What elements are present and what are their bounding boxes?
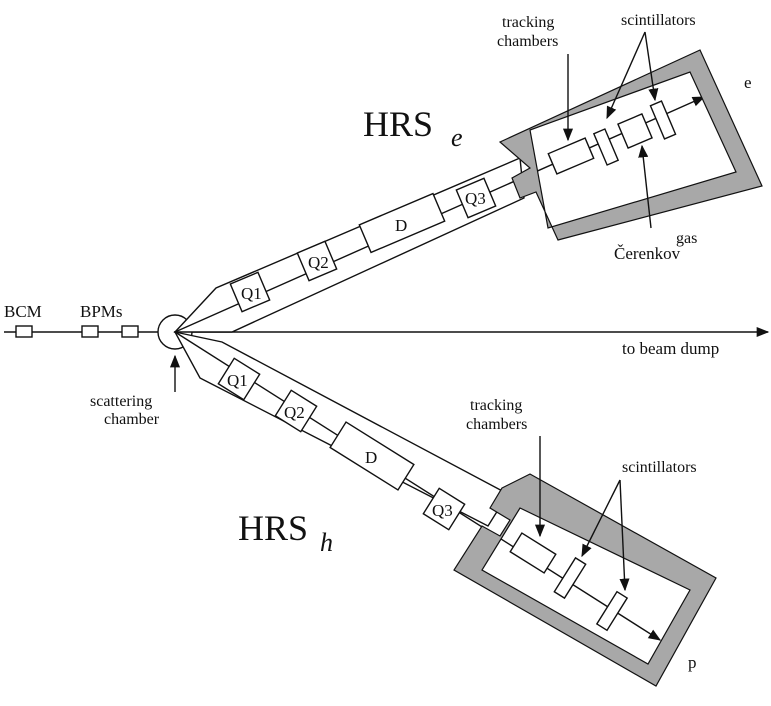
hrs-e-detector-shield <box>498 49 763 241</box>
bpms-label: BPMs <box>80 302 123 321</box>
hrs-e-q1-label: Q1 <box>241 284 262 303</box>
hrs-h-tracking-label-line2: chambers <box>466 416 527 433</box>
bpm-monitor-1 <box>81 325 99 338</box>
hrs-h-q1-label: Q1 <box>227 371 248 390</box>
hrs-h-subscript: h <box>320 528 333 557</box>
hrs-h-q1 <box>217 357 261 401</box>
hrs-h-scintillator-1 <box>553 556 587 600</box>
hrs-h-particle-label: p <box>688 653 697 672</box>
hrs-h-dipole-label: D <box>365 448 377 467</box>
scattering-label-line1: scattering <box>90 393 152 410</box>
hrs-e-subscript: e <box>451 123 463 152</box>
hrs-h-scint-arrow-2 <box>619 479 630 592</box>
hrs-e-q2-label: Q2 <box>308 253 329 272</box>
bcm-label: BCM <box>4 302 42 321</box>
hrs-e-tracking-chamber <box>547 137 595 175</box>
hrs-e-scint-arrow-1 <box>606 31 646 120</box>
hrs-e-dipole-label: D <box>395 216 407 235</box>
hrs-h-scintillator-2 <box>595 590 629 632</box>
hrs-e-cerenkov-detector <box>617 113 653 149</box>
hrs-h-central-ray <box>174 331 662 641</box>
hrs-e-dipole <box>358 192 446 254</box>
hrs-e-tracking-label-line1: tracking <box>502 14 554 31</box>
hrs-e-particle-label: e <box>744 73 752 92</box>
hrs-h-q2 <box>274 389 318 433</box>
hrs-e-q3-label: Q3 <box>465 189 486 208</box>
hrs-e-cerenkov-sup: gas <box>676 230 697 247</box>
hrs-h-detector-shield <box>453 473 717 687</box>
hrs-e-q2 <box>296 240 338 282</box>
hrs-e-scintillators-label: scintillators <box>621 12 696 29</box>
hrs-h-q3 <box>422 487 466 531</box>
hrs-e-cerenkov-arrow <box>638 144 652 229</box>
bpm-monitor-2 <box>121 325 139 338</box>
beamline: BCM BPMs to beam dump scattering chamber <box>4 302 770 428</box>
hrs-e-cerenkov-label: Čerenkov <box>614 244 681 263</box>
hrs-e-q1 <box>229 271 271 313</box>
hrs-e-arm: Q1 Q2 D Q3 HRS e tracking chambers scint… <box>173 12 763 333</box>
hrs-e-q3 <box>455 177 497 219</box>
hrs-e-title: HRS <box>363 104 433 144</box>
scattering-label-line2: chamber <box>104 411 160 428</box>
hrs-e-scint-arrow-2 <box>644 31 659 102</box>
hrs-h-scintillators-label: scintillators <box>622 459 697 476</box>
hrs-h-q2-label: Q2 <box>284 403 305 422</box>
hrs-h-tracking-label-line1: tracking <box>470 397 522 414</box>
hrs-h-tracking-chamber <box>509 532 557 574</box>
hrs-h-q3-label: Q3 <box>432 501 453 520</box>
hrs-h-dipole <box>329 421 415 491</box>
hrs-e-scintillator-1 <box>592 128 620 166</box>
hrs-e-tracking-label-line2: chambers <box>497 33 558 50</box>
bcm-monitor <box>15 325 33 338</box>
hrs-h-title: HRS <box>238 508 308 548</box>
hrs-h-scint-arrow-1 <box>581 479 621 558</box>
hrs-e-scintillator-2 <box>649 100 677 140</box>
hrs-h-arm: Q1 Q2 D Q3 HRS h tracking chambers scint… <box>173 330 717 687</box>
beam-dump-label: to beam dump <box>622 339 719 358</box>
